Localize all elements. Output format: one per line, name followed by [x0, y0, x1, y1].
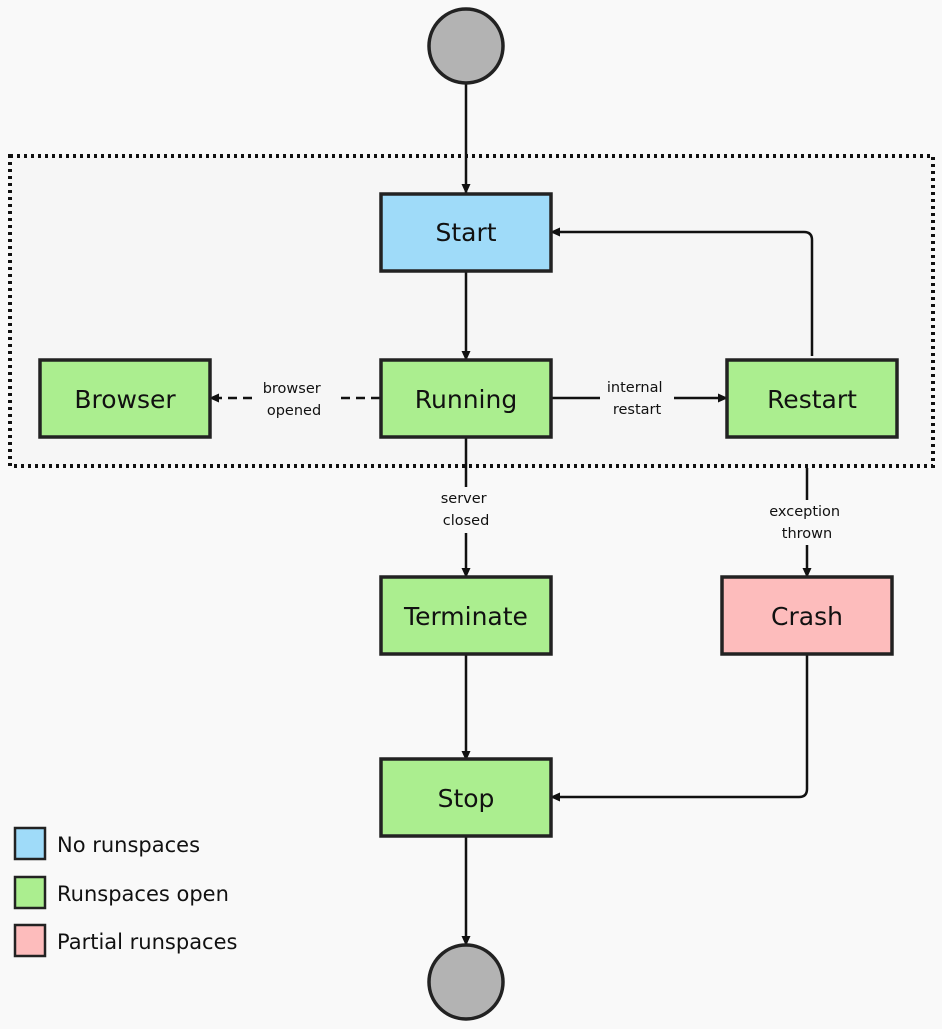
edge-label-browser-opened: browser opened [263, 381, 326, 419]
state-stop-box [379, 757, 553, 838]
state-stop: Stop [379, 757, 553, 838]
edge-crash-to-stop [550, 655, 809, 802]
state-terminate-box [379, 575, 553, 656]
state-start-label: Start [435, 218, 496, 247]
edge-label-line: closed [443, 513, 490, 529]
state-stop-label: Stop [438, 784, 495, 813]
legend-swatch-no-runspaces [13, 826, 47, 861]
legend-label-no-runspaces: No runspaces [57, 833, 200, 857]
state-browser-box [38, 358, 212, 439]
legend-label-partial-runspaces: Partial runspaces [57, 930, 237, 954]
state-running-box [379, 358, 553, 439]
state-running-label: Running [415, 385, 517, 414]
state-restart-label: Restart [767, 385, 857, 414]
edge-label-server-closed: server closed [441, 491, 492, 529]
edge-label-internal-restart: internal restart [607, 380, 667, 418]
legend: No runspaces Runspaces open Partial runs… [13, 826, 237, 958]
edge-label-line: restart [613, 402, 662, 418]
state-crash-label: Crash [771, 602, 843, 631]
initial-state-node [427, 7, 505, 85]
edge-label-line: internal [607, 380, 663, 396]
state-terminate-label: Terminate [403, 602, 528, 631]
edge-label-line: browser [263, 381, 321, 397]
legend-label-runspaces-open: Runspaces open [57, 882, 229, 906]
edge-label-line: server [441, 491, 487, 507]
state-running: Running [379, 358, 553, 439]
state-start-box [379, 192, 553, 273]
state-crash: Crash [720, 575, 894, 656]
state-restart: Restart [725, 358, 899, 439]
edge-label-line: exception [769, 504, 840, 520]
edge-restart-to-start [550, 227, 814, 356]
edge-label-exception-thrown: exception thrown [769, 504, 844, 542]
state-browser: Browser [38, 358, 212, 439]
legend-swatch-partial-runspaces [13, 923, 47, 958]
legend-swatch-runspaces-open [13, 875, 47, 910]
final-state-node [427, 943, 505, 1021]
edge-label-line: opened [267, 403, 321, 419]
state-restart-box [725, 358, 899, 439]
edge-label-line: thrown [782, 526, 832, 542]
state-crash-box [720, 575, 894, 656]
state-browser-label: Browser [74, 385, 176, 414]
state-start: Start [379, 192, 553, 273]
state-terminate: Terminate [379, 575, 553, 656]
